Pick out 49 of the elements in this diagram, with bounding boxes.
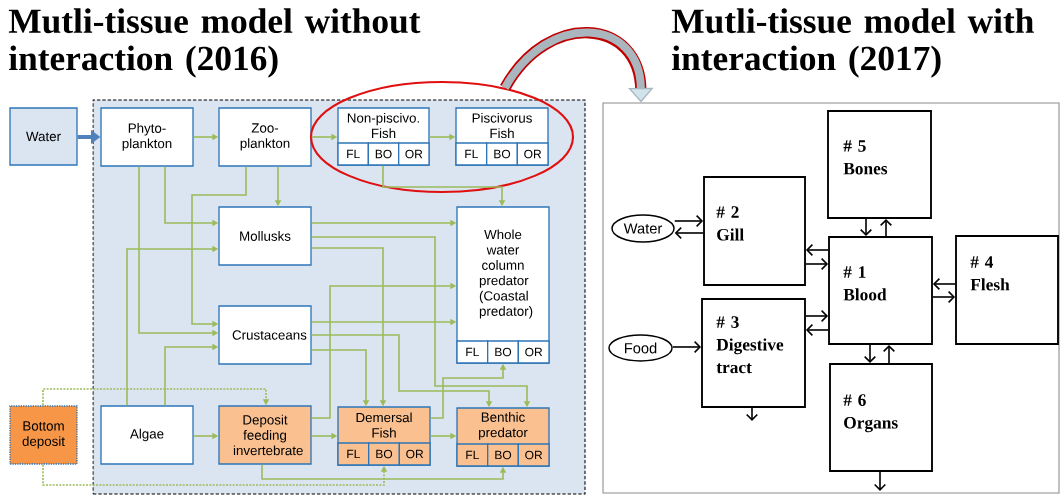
arrow — [673, 214, 704, 228]
arrow — [932, 290, 956, 304]
source-box: Bottom deposit — [9, 405, 78, 465]
arrow — [671, 340, 702, 354]
tissue-box: # 6 Organs — [829, 363, 933, 472]
organism-box: Deposit feeding invertebrate — [218, 405, 312, 465]
arrow — [873, 471, 887, 491]
arrow — [932, 277, 956, 291]
arrow — [805, 323, 829, 337]
arrow — [859, 218, 873, 237]
tissue-cell: OR — [517, 443, 550, 467]
source-box: Water — [9, 107, 78, 166]
tissue-cell: FL — [337, 442, 370, 466]
tissue-cell: OR — [398, 442, 431, 466]
tissue-cell: BO — [367, 142, 400, 166]
organism-box: Zoo- plankton — [218, 107, 312, 167]
arrow — [805, 243, 829, 257]
tissue-cell: FL — [456, 443, 489, 467]
node-label: Mutli-tissue model without interaction (2016) — [8, 8, 421, 78]
arrow — [863, 344, 877, 364]
tissue-cell: FL — [337, 142, 369, 166]
tissue-box: # 3 Digestive tract — [701, 298, 806, 408]
arrow — [882, 344, 896, 364]
arrow — [674, 226, 704, 240]
tissue-box: # 1 Blood — [828, 236, 933, 345]
arrow — [42, 388, 270, 407]
organism-box: Algae — [100, 405, 194, 465]
arrow — [805, 257, 829, 271]
tissue-box: # 5 Bones — [827, 110, 932, 219]
tissue-cell: OR — [516, 142, 549, 166]
tissue-cell: OR — [398, 142, 430, 166]
tissue-cell: BO — [487, 443, 519, 467]
tissue-box: # 2 Gill — [703, 176, 806, 286]
arrow — [879, 218, 893, 237]
arrow — [745, 407, 759, 421]
tissue-cell: BO — [486, 142, 518, 166]
organism-box: Phyto- plankton — [100, 107, 194, 167]
organism-box: Crustaceans — [218, 305, 312, 365]
tissue-box: # 4 Flesh — [955, 235, 1059, 345]
tissue-cell: BO — [487, 340, 519, 364]
highlight-ellipse — [309, 80, 575, 194]
tissue-cell: BO — [368, 442, 400, 466]
block-arrow — [500, 27, 654, 103]
tissue-cell: OR — [517, 340, 550, 364]
organism-box: Mollusks — [218, 206, 312, 266]
tissue-cell: FL — [455, 142, 488, 166]
tissue-cell: FL — [456, 340, 489, 364]
node-label: Mutli-tissue model with interaction (2017) — [671, 8, 1034, 78]
arrow — [805, 309, 829, 323]
